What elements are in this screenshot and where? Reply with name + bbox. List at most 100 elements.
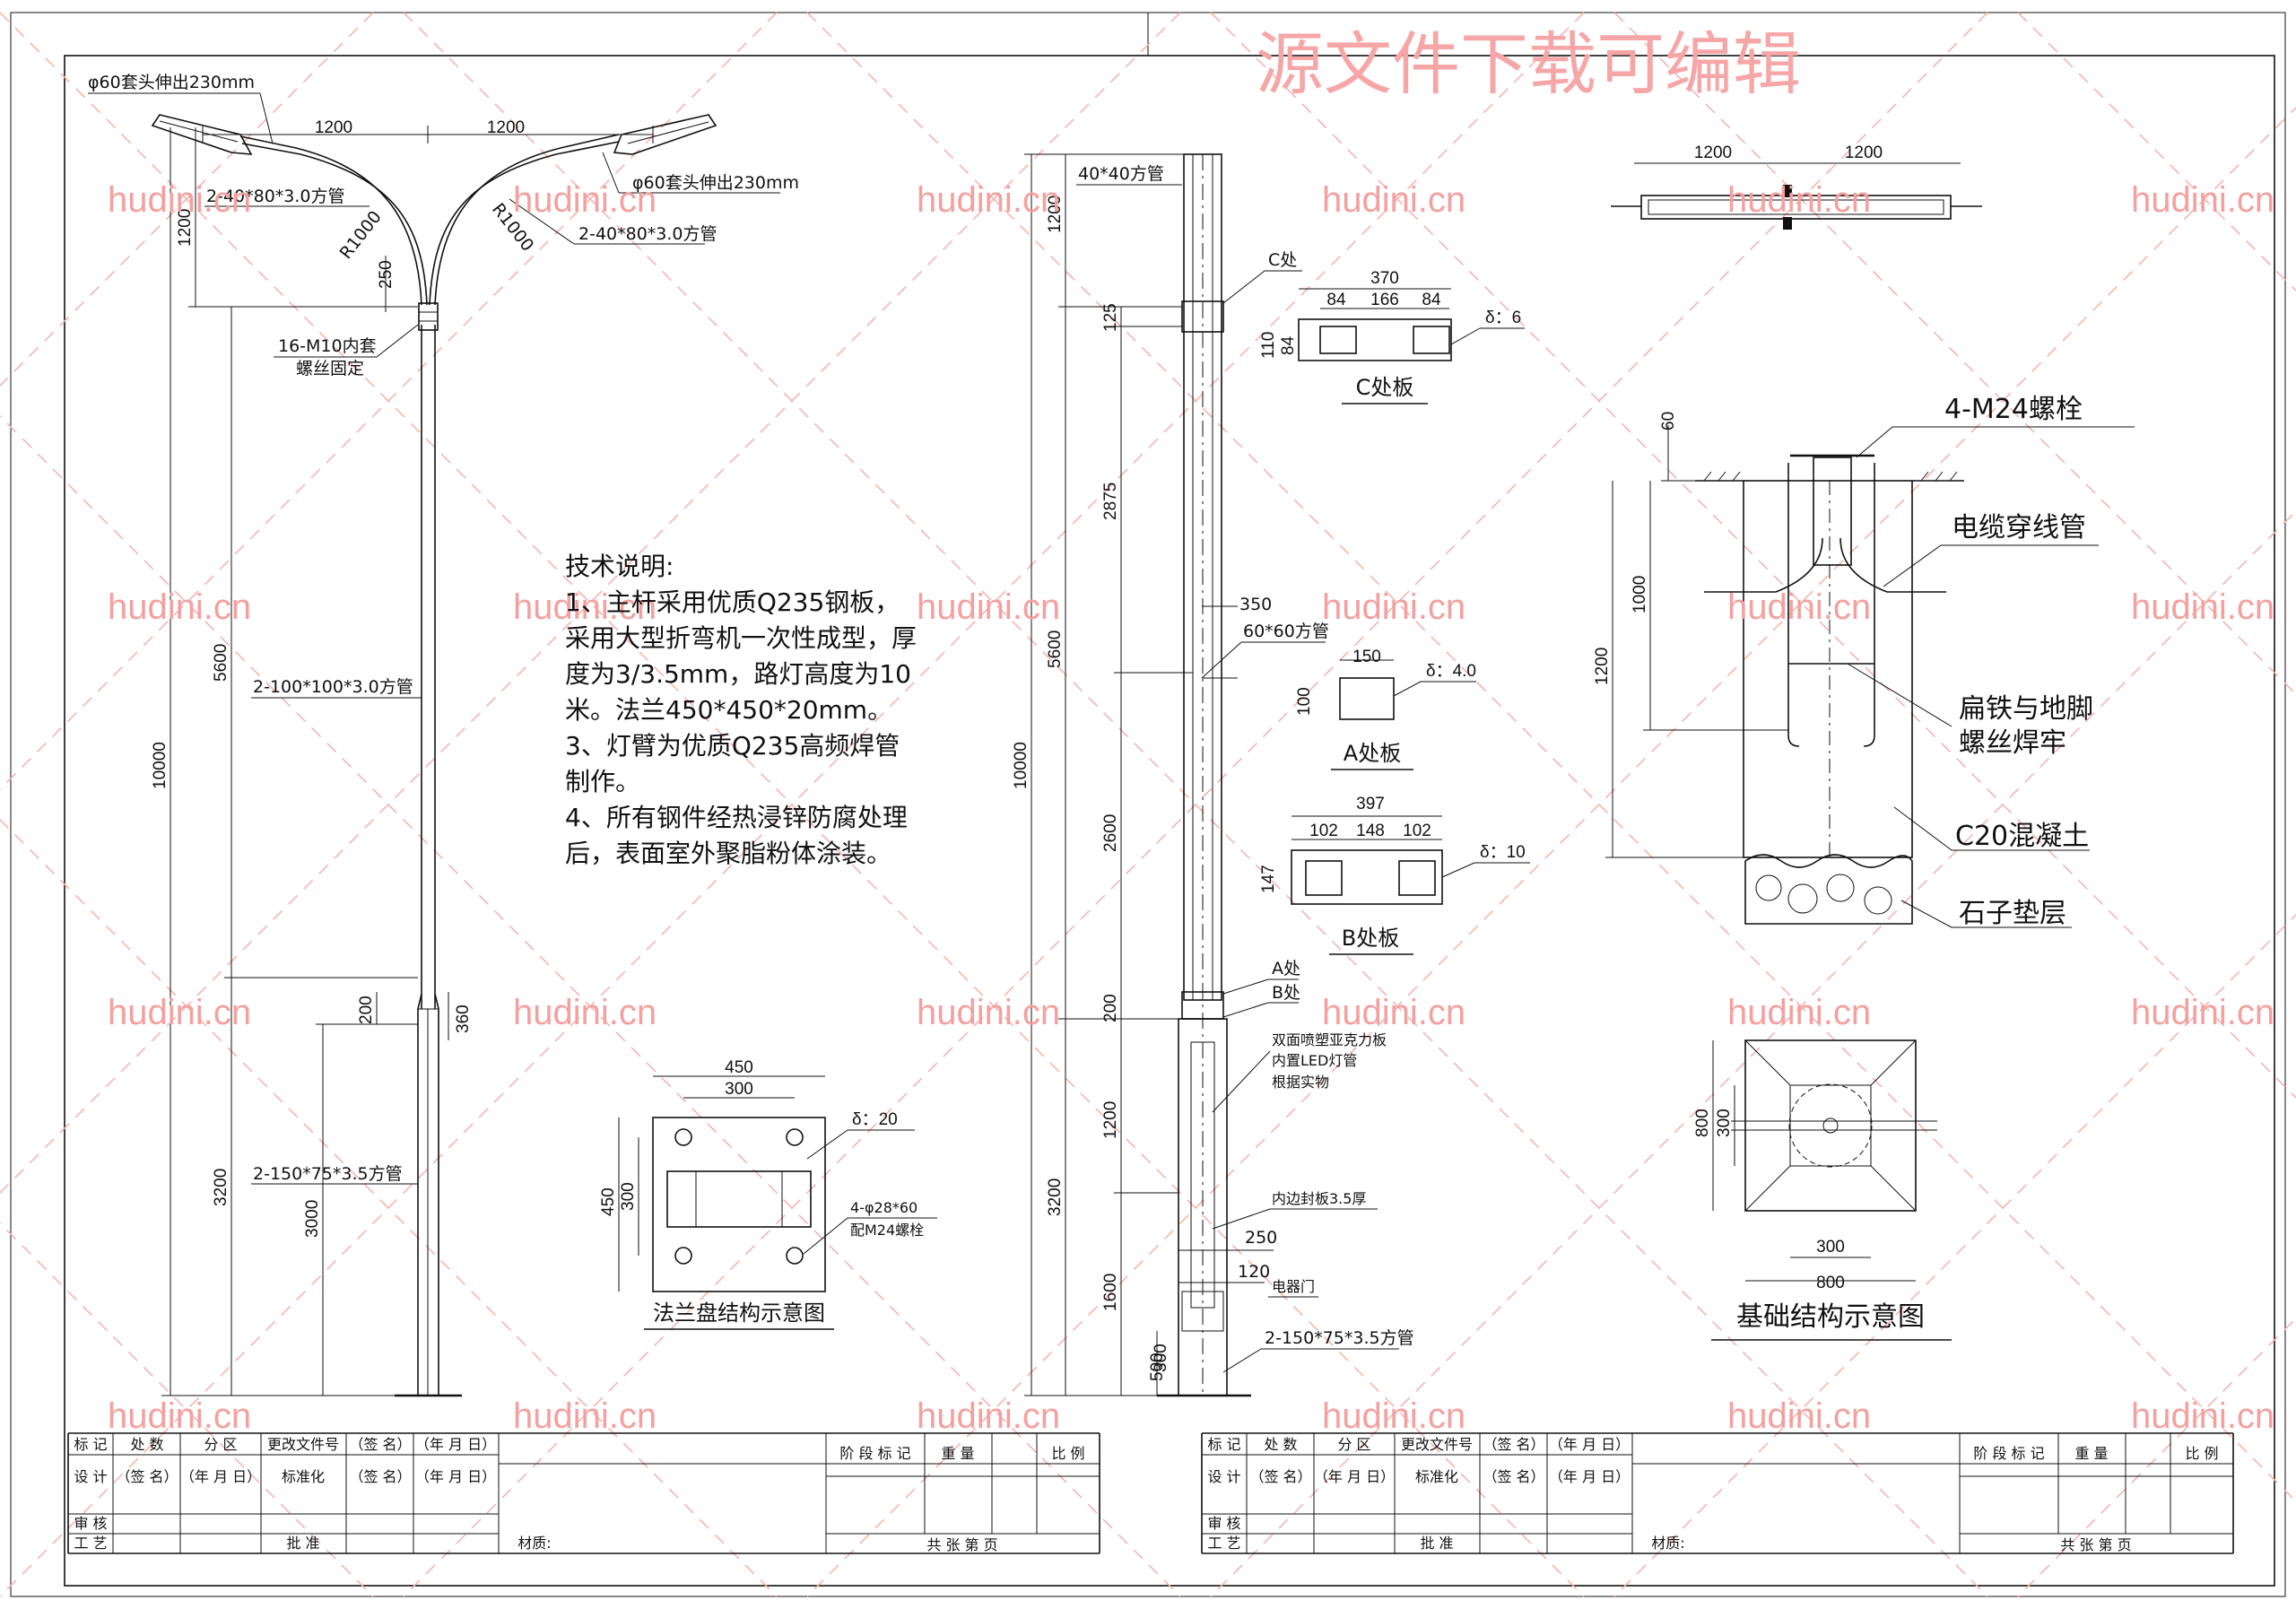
foundation-gravel: 石子垫层	[1959, 898, 2066, 929]
plate-a-thickness: δ：4.0	[1426, 662, 1476, 681]
watermark-site: hudini.cn	[2131, 587, 2274, 627]
flange-plate	[652, 1117, 826, 1292]
arm-right-inner	[429, 141, 620, 306]
watermark-site: hudini.cn	[513, 180, 657, 220]
side-dim-2875: 2875	[1101, 483, 1120, 520]
title-block-cell: 审 核	[74, 1515, 107, 1532]
side-dim-200: 200	[1101, 994, 1120, 1022]
title-block-cell: 工 艺	[1207, 1535, 1240, 1552]
flange-bolt-1: 4-φ28*60	[850, 1199, 918, 1216]
leader	[1900, 900, 1952, 928]
leader	[1883, 544, 1942, 587]
watermark-lattice	[0, 12, 2296, 1597]
title-block-header: 处 数	[130, 1436, 163, 1453]
leader	[259, 92, 274, 144]
inner-seal: 内边封板3.5厚	[1272, 1190, 1366, 1207]
plate-c-a: 84	[1326, 291, 1346, 309]
plan-diag	[1744, 1039, 1791, 1086]
title-block-scale: 比 例	[2185, 1445, 2218, 1462]
stone	[1755, 874, 1782, 901]
plan-hole	[1822, 1118, 1839, 1134]
watermark-site: hudini.cn	[1322, 1396, 1465, 1436]
title-block-header: 更改文件号	[267, 1436, 339, 1453]
acrylic-2: 内置LED灯管	[1272, 1052, 1357, 1069]
dim-350: 350	[1239, 595, 1272, 614]
watermark-site: hudini.cn	[1322, 587, 1465, 627]
tech-note-3: 3、灯臂为优质Q235高频焊管制作。	[565, 731, 900, 796]
acrylic-1: 双面喷塑亚克力板	[1272, 1031, 1387, 1048]
anchor-bolt	[1863, 463, 1875, 747]
dim-3000: 3000	[303, 1200, 322, 1238]
watermark-line	[403, 12, 1988, 1597]
arm-left	[239, 135, 422, 306]
plate-c-thickness: δ：6	[1485, 309, 1521, 327]
leader	[1222, 978, 1269, 995]
leader	[1393, 681, 1422, 697]
title-blocks: 标 记 处 数 分 区 更改文件号 （签 名）（年 月 日） 设 计 （签 名）（年 月 日…	[67, 1432, 2234, 1554]
watermark-site: hudini.cn	[1727, 180, 1871, 220]
watermark-line	[806, 106, 2296, 1597]
top-view-post	[1783, 217, 1792, 230]
side-dim-120: 120	[1238, 1262, 1270, 1282]
watermark-line	[1613, 913, 2296, 1597]
watermark-line	[2017, 12, 2296, 292]
title-block-material: 材质:	[517, 1535, 551, 1552]
screw-label-2: 螺丝固定	[296, 359, 364, 378]
bolt-hole	[674, 1247, 692, 1265]
title-block-cell: （年 月 日）	[415, 1468, 496, 1485]
plate-c-detail: 370 84 166 84 110 84 δ：6 C处板	[1259, 269, 1525, 404]
watermark-site: hudini.cn	[513, 1396, 657, 1436]
watermark-site: hudini.cn	[108, 587, 251, 627]
plate-b-a: 102	[1309, 822, 1338, 840]
title-block-header: （年 月 日）	[415, 1436, 496, 1453]
title-block-cell: 设 计	[1207, 1468, 1240, 1485]
leader	[376, 324, 419, 358]
flange-thickness: δ：20	[852, 1110, 898, 1129]
plate-a	[1339, 677, 1395, 720]
dim-200: 200	[357, 996, 376, 1024]
plate-b-c: 102	[1403, 822, 1431, 840]
leader	[1201, 641, 1242, 679]
side-dim-300: 300	[1152, 1344, 1170, 1372]
watermark-site: hudini.cn	[917, 587, 1060, 627]
watermark-site: hudini.cn	[1727, 587, 1871, 627]
watermark-line	[0, 1222, 374, 1597]
top-view-left: 1200	[1694, 144, 1732, 162]
watermark-site: hudini.cn	[917, 180, 1060, 220]
flange-inner: 300	[725, 1080, 753, 1099]
plate-a-caption: A处板	[1344, 741, 1401, 766]
plate-c-overall: 370	[1370, 269, 1399, 288]
plan-diag	[1870, 1039, 1917, 1086]
ground-hatch	[1703, 471, 1958, 482]
sleeve-label-left: φ60套头伸出230mm	[88, 73, 255, 92]
leader	[803, 1217, 848, 1255]
lamp-head-left-detail	[159, 120, 239, 143]
pole-stub	[1813, 457, 1852, 566]
plate-b-thickness: δ：10	[1480, 843, 1526, 862]
title-block-header: （签 名）	[349, 1436, 411, 1453]
watermark-site: hudini.cn	[1322, 180, 1465, 220]
title-block-cell: （签 名）	[349, 1468, 411, 1485]
dim-250: 250	[377, 260, 396, 289]
top-view-right: 1200	[1845, 144, 1883, 162]
top-view-arm-inner	[1648, 199, 1944, 215]
title-block-header: 分 区	[1337, 1436, 1370, 1453]
leader	[1222, 270, 1265, 304]
watermark-line	[1210, 509, 2296, 1597]
foundation-weld-2: 螺丝焊牢	[1959, 727, 2066, 759]
dim-arm-rise: 1200	[176, 209, 195, 247]
plate-c-hole	[1319, 326, 1357, 354]
title-block-header: 分 区	[204, 1436, 237, 1453]
foundation-section: 60 1000 1200 4-M24螺栓 电缆穿线管 扁铁与地脚 螺丝焊牢 C2…	[1593, 394, 2135, 1341]
conduit	[1704, 537, 1823, 593]
plate-c-caption: C处板	[1356, 375, 1414, 400]
plate-b	[1291, 849, 1443, 905]
watermark-line	[806, 12, 2296, 1503]
side-dim-1200b: 1200	[1101, 1101, 1120, 1139]
plan-300-h: 300	[1816, 1238, 1845, 1257]
stone	[1826, 874, 1855, 902]
plate-b-b: 148	[1356, 822, 1385, 840]
title-block-header: 标 记	[1207, 1436, 1240, 1453]
side-dim-250: 250	[1245, 1228, 1277, 1248]
